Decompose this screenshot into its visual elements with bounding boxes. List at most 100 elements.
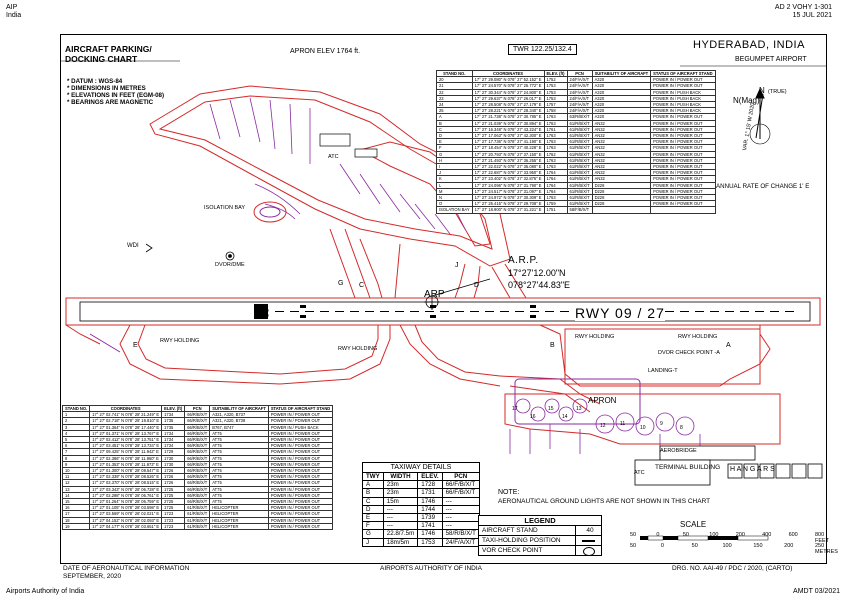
scale-tick-label: 0 bbox=[660, 543, 664, 549]
table-cell: POWER IN / POWER OUT bbox=[267, 429, 334, 438]
table-cell: 24/F/A/X/T bbox=[566, 100, 593, 109]
column-header: TWY bbox=[362, 471, 384, 482]
table-cell: 1734 bbox=[161, 411, 186, 419]
table-cell: 66/R/B/X/T bbox=[184, 498, 211, 506]
table-cell: POWER IN / POWER OUT bbox=[267, 460, 334, 469]
table-cell: 66/R/B/X/T bbox=[184, 435, 211, 444]
datum-line: * BEARINGS ARE MAGNETIC bbox=[67, 99, 154, 106]
svg-text:15: 15 bbox=[548, 406, 554, 412]
svg-text:17: 17 bbox=[512, 406, 518, 412]
table-cell: 1734 bbox=[161, 442, 186, 450]
taxiway-b-label: B bbox=[550, 342, 555, 349]
table-cell: 63/R/B/X/T bbox=[566, 113, 593, 121]
taxiway-row: E---1739--- bbox=[362, 513, 480, 523]
table-cell: 61/R/B/X/T bbox=[566, 169, 593, 177]
tower-frequency: TWR 122.25/132.4 bbox=[508, 44, 577, 55]
table-cell: 5 bbox=[61, 435, 91, 444]
table-cell: 2 bbox=[61, 417, 91, 425]
table-cell: 61/R/B/X/T bbox=[566, 181, 593, 189]
table-cell: 17° 27' 24.570" N 078° 27' 25.772" E bbox=[471, 82, 545, 90]
table-cell: 61/R/B/X/T bbox=[566, 200, 593, 208]
table-cell: F bbox=[362, 521, 384, 531]
scale-tick-label: 100 bbox=[722, 543, 732, 549]
svg-text:13: 13 bbox=[576, 406, 582, 412]
chart-title-1: AIRCRAFT PARKING/ bbox=[65, 44, 152, 54]
terminal-area bbox=[634, 445, 823, 486]
table-cell: 6 bbox=[61, 442, 91, 450]
svg-text:16: 16 bbox=[530, 414, 536, 420]
taxiway-row: D---1744--- bbox=[362, 504, 480, 515]
table-cell: 24/F/A/X/T bbox=[441, 537, 480, 547]
table-cell: 1763 bbox=[543, 138, 568, 146]
legend-row: TAXI-HOLDING POSITION bbox=[479, 535, 601, 545]
scale-tick-label: 600 bbox=[788, 532, 798, 538]
datum-line: * DATUM : WGS-84 bbox=[67, 78, 123, 85]
scale-tick-label: 100 bbox=[709, 532, 719, 538]
table-cell: 17° 27' 25.415" N 078° 27' 29.708" E bbox=[471, 200, 545, 208]
table-cell: 17° 27' 01.371" N 078° 28' 13.767" E bbox=[89, 429, 163, 438]
table-cell: 24/F/A/X/T bbox=[566, 94, 593, 103]
table-cell: 23m bbox=[382, 480, 419, 490]
datum-line: * DIMENSIONS IN METRES bbox=[67, 85, 146, 92]
svg-text:10: 10 bbox=[640, 425, 646, 431]
table-cell: POWER IN / POWER OUT bbox=[650, 138, 716, 146]
legend-row: VOR CHECK POINT bbox=[479, 545, 601, 556]
table-cell: 17° 27' 02.412" N 078° 28' 13.751" E bbox=[89, 435, 163, 444]
landing-t-label: LANDING-T bbox=[648, 368, 678, 374]
taxiway-c-label: C bbox=[359, 282, 365, 289]
table-cell: 1759 bbox=[543, 200, 568, 208]
legend: LEGEND AIRCRAFT STAND 40 TAXI-HOLDING PO… bbox=[478, 515, 602, 556]
table-cell: 1730 bbox=[161, 460, 186, 469]
table-cell: POWER IN / POWER OUT bbox=[650, 194, 716, 202]
table-cell: 9 bbox=[61, 460, 91, 469]
table-cell: 1744 bbox=[417, 504, 443, 515]
table-cell: 66/R/B/X/T bbox=[184, 448, 211, 456]
table-cell: 17° 27' 17.736" N 078° 27' 41.190" E bbox=[471, 138, 545, 146]
table-cell: 17° 27' 01.300" N 078° 28' 08.547" E bbox=[89, 467, 163, 475]
rwy-holding-label: RWY HOLDING bbox=[160, 338, 200, 344]
table-cell: 1734 bbox=[161, 435, 186, 444]
rwy-holding-label: RWY HOLDING bbox=[338, 346, 378, 352]
table-cell: 17° 27' 17.063" N 078° 27' 42.300" E bbox=[471, 132, 545, 140]
table-cell: 61/R/B/X/T bbox=[566, 163, 593, 171]
table-cell: POWER IN / POWER OUT bbox=[267, 467, 334, 475]
table-cell: 1734 bbox=[161, 429, 186, 438]
scale-tick-label: 150 bbox=[753, 543, 763, 549]
table-cell: 1735 bbox=[161, 417, 186, 425]
legend-label: AIRCRAFT STAND bbox=[482, 527, 538, 534]
table-cell: POWER IN / POWER OUT bbox=[650, 169, 716, 177]
scale-tick-label: 200 bbox=[735, 532, 745, 538]
table-cell: 17° 27' 16.348" N 078° 27' 43.224" E bbox=[471, 125, 545, 134]
table-cell: 22.8/7.5m bbox=[382, 529, 419, 539]
runway-designator: RWY 09 / 27 bbox=[575, 305, 665, 321]
table-cell: 1726 bbox=[161, 467, 186, 475]
table-cell: 61/R/B/X/T bbox=[566, 187, 593, 196]
legend-symbol: 40 bbox=[575, 526, 601, 535]
country-label: India bbox=[6, 12, 22, 19]
table-cell: POWER IN / PUSH BACK bbox=[650, 94, 716, 103]
table-cell: --- bbox=[441, 513, 480, 523]
table-cell: 1753 bbox=[543, 94, 568, 103]
table-cell: POWER IN / POWER OUT bbox=[650, 200, 716, 208]
table-cell: 2725 bbox=[161, 498, 186, 506]
scale-tick-label: 50 bbox=[630, 543, 637, 549]
table-cell: 17° 27' 02.718" N 078° 28' 19.810" E bbox=[89, 417, 163, 425]
table-cell: POWER IN / POWER OUT bbox=[650, 156, 716, 165]
table-cell: POWER IN / POWER OUT bbox=[267, 485, 334, 493]
table-cell: POWER IN / POWER OUT bbox=[650, 119, 716, 127]
